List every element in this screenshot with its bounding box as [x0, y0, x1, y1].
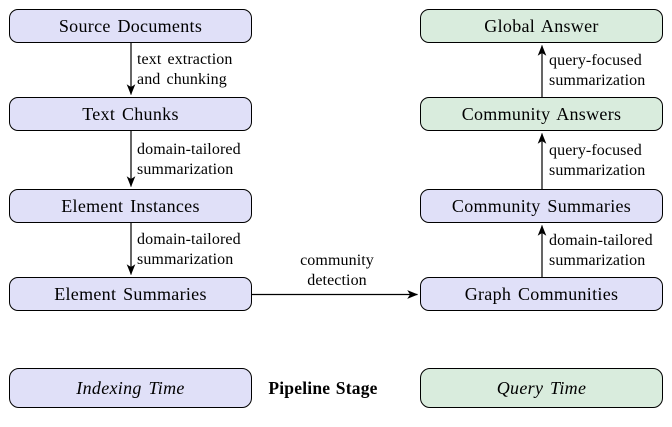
box-element-summaries: Element Summaries	[9, 277, 252, 311]
legend-indexing-time: Indexing Time	[9, 368, 252, 408]
edge-label-domain-tailored-left-1: domain-tailored summarization	[137, 141, 241, 178]
box-text-chunks: Text Chunks	[9, 97, 252, 131]
box-community-summaries: Community Summaries	[420, 189, 663, 223]
edge-label-community-detection: community detection	[300, 252, 374, 289]
edge-label-domain-tailored-right: domain-tailored summarization	[549, 232, 653, 269]
box-global-answer: Global Answer	[420, 9, 663, 43]
edge-label-query-focused-upper: query-focused summarization	[549, 52, 646, 89]
box-element-instances: Element Instances	[9, 189, 252, 223]
edge-label-text-extraction: text extraction and chunking	[137, 51, 233, 88]
legend-pipeline-stage: Pipeline Stage	[268, 378, 378, 398]
box-graph-communities: Graph Communities	[420, 277, 663, 311]
box-community-answers: Community Answers	[420, 97, 663, 131]
legend-query-time: Query Time	[420, 368, 663, 408]
edge-label-domain-tailored-left-2: domain-tailored summarization	[137, 231, 241, 268]
box-source-documents: Source Documents	[9, 9, 252, 43]
edge-label-query-focused-lower: query-focused summarization	[549, 142, 646, 179]
